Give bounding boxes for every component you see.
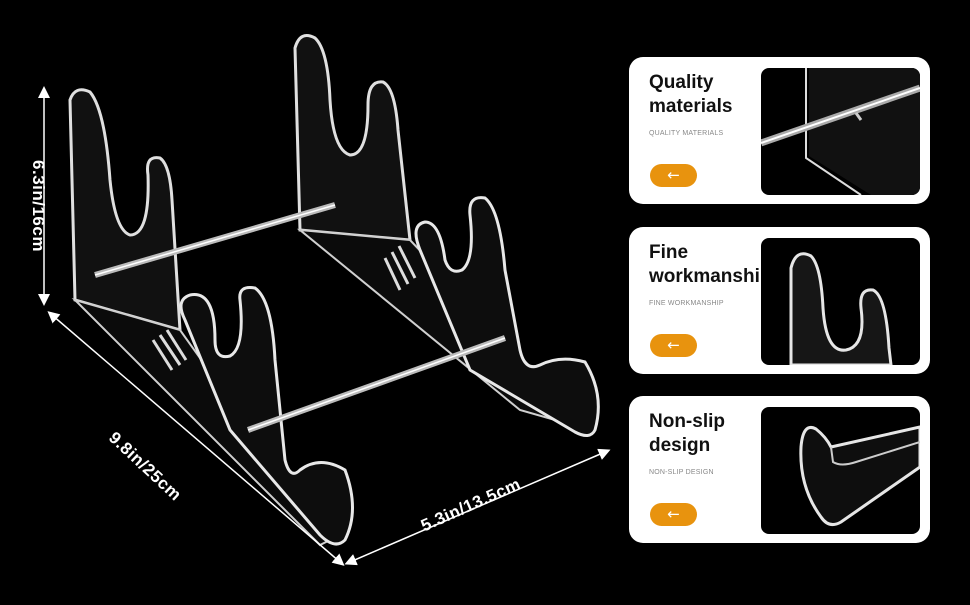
feature-image-edge-closeup	[761, 238, 920, 365]
product-illustration: 6.3in/16cm 9.8in/25cm 5.3in/13.5cm	[29, 34, 611, 566]
back-left-panel	[68, 88, 182, 333]
left-arrow-icon: ←	[667, 166, 680, 184]
feature-card-fine-workmanship: Fine workmanship FINE WORKMANSHIP ←	[629, 227, 930, 374]
width-dimension-line	[344, 448, 611, 566]
depth-dimension-line	[47, 311, 345, 566]
feature-image-rod-closeup	[761, 68, 920, 195]
back-button[interactable]: ←	[650, 503, 697, 526]
feature-title: Fine workmanship	[649, 242, 772, 287]
feature-subtitle: NON-SLIP DESIGN	[649, 469, 714, 476]
clip-right	[383, 245, 417, 291]
feature-image-foot-closeup	[761, 407, 920, 534]
left-arrow-icon: ←	[667, 505, 680, 523]
back-right-panel	[293, 34, 412, 242]
front-right-panel	[414, 196, 600, 437]
back-button[interactable]: ←	[650, 164, 697, 187]
feature-card-quality-materials: Quality materials QUALITY MATERIALS ←	[629, 57, 930, 204]
feature-card-non-slip-design: Non-slip design NON-SLIP DESIGN ←	[629, 396, 930, 543]
left-arrow-icon: ←	[667, 336, 680, 354]
height-dimension-label: 6.3in/16cm	[29, 160, 48, 252]
acrylic-stand-image	[38, 34, 611, 566]
feature-subtitle: FINE WORKMANSHIP	[649, 300, 724, 307]
feature-subtitle: QUALITY MATERIALS	[649, 130, 724, 137]
feature-title: Quality materials	[649, 72, 733, 117]
feature-title: Non-slip design	[649, 411, 725, 456]
back-button[interactable]: ←	[650, 334, 697, 357]
